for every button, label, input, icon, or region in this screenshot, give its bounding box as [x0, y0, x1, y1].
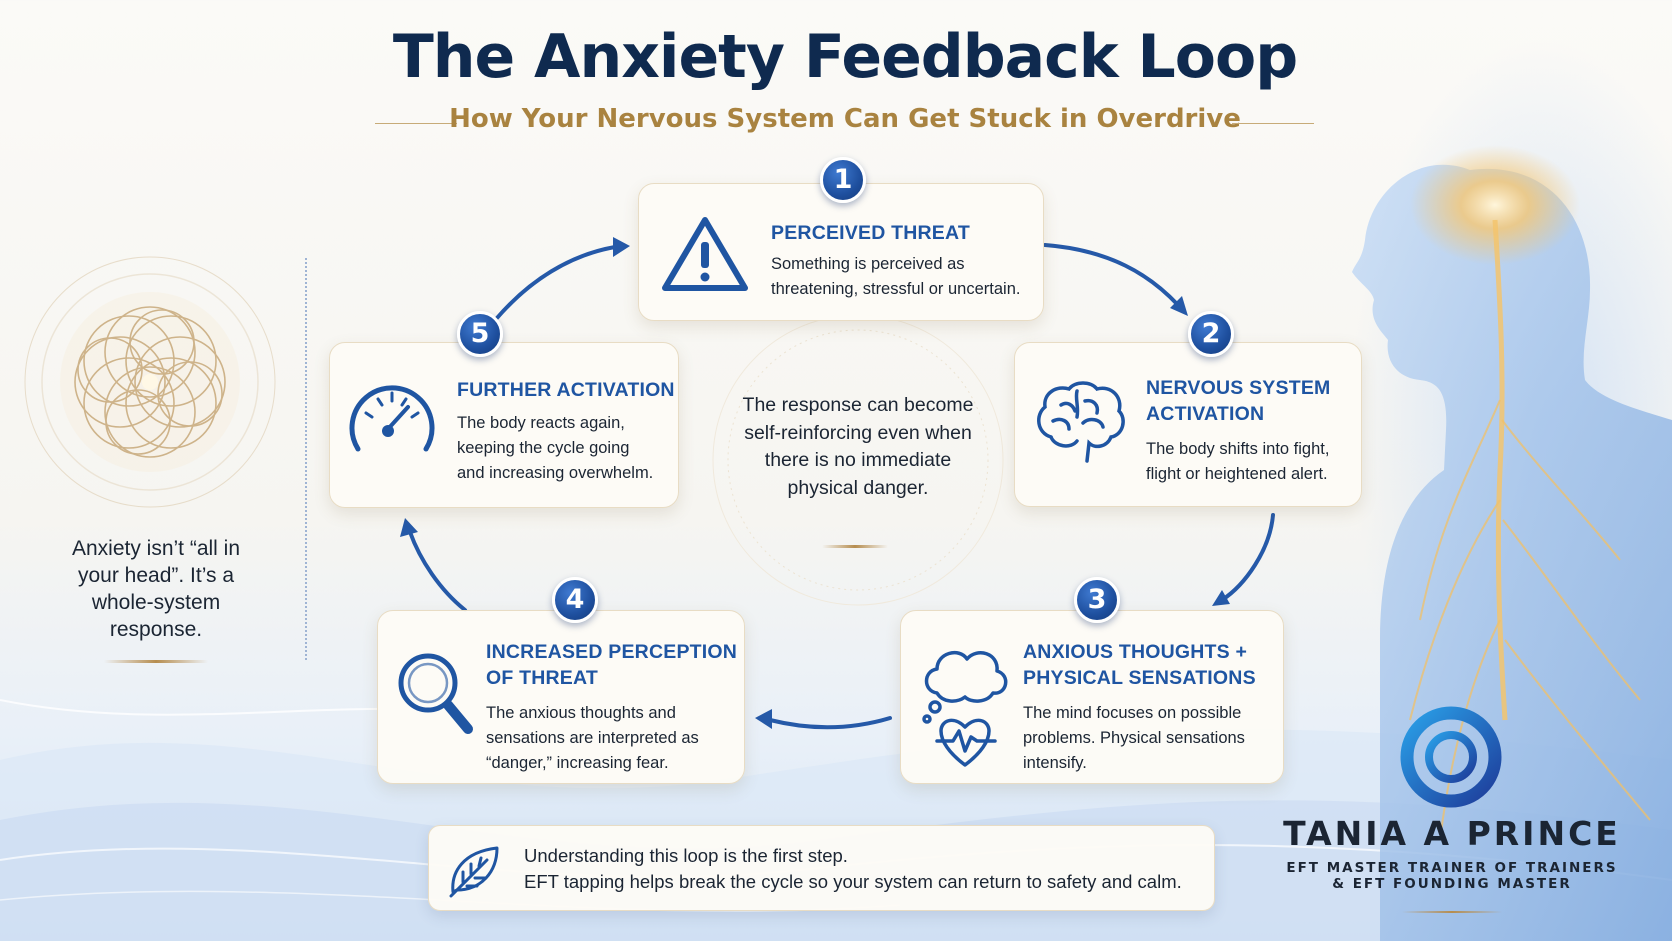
step-3-line-2: problems. Physical sensations — [1023, 729, 1245, 747]
step-4-line-2: sensations are interpreted as — [486, 729, 699, 747]
brand-name: TANIA A PRINCE — [1283, 814, 1621, 853]
mandala-illustration — [24, 256, 276, 508]
page-title: The Anxiety Feedback Loop — [392, 22, 1298, 92]
step-2-line-2: flight or heightened alert. — [1146, 465, 1328, 483]
step-1-line-1: Something is perceived as — [771, 255, 965, 273]
step-3-line-3: intensify. — [1023, 754, 1087, 772]
brand-title-line-2: & EFT FOUNDING MASTER — [1332, 876, 1572, 892]
step-card-5: FURTHER ACTIVATION The body reacts again… — [329, 342, 679, 508]
step-3-line-1: The mind focuses on possible — [1023, 704, 1242, 722]
step-4-line-1: The anxious thoughts and — [486, 704, 676, 722]
step-1-badge: 1 — [820, 157, 866, 203]
magnifier-icon — [398, 653, 473, 734]
brain-icon — [1037, 381, 1125, 463]
side-divider — [305, 258, 307, 660]
subtitle-rule-right — [1232, 123, 1314, 124]
page-subtitle: How Your Nervous System Can Get Stuck in… — [449, 104, 1241, 134]
arrow-heads — [400, 237, 1230, 729]
step-5-badge: 5 — [457, 311, 503, 357]
step-4-heading-line-2: OF THREAT — [486, 667, 598, 689]
step-2-badge: 2 — [1188, 311, 1234, 357]
side-note: Anxiety isn’t “all in your head”. It’s a… — [71, 537, 241, 641]
step-3-heading-line-2: PHYSICAL SENSATIONS — [1023, 667, 1256, 689]
warning-triangle-icon — [662, 217, 748, 291]
step-4-heading-line-1: INCREASED PERCEPTION — [486, 641, 738, 663]
step-2-heading-line-2: ACTIVATION — [1146, 403, 1265, 425]
step-5-line-3: and increasing overwhelm. — [457, 464, 654, 482]
center-message: The response can become self-reinforcing… — [742, 394, 974, 499]
step-1-heading: PERCEIVED THREAT — [771, 222, 970, 244]
step-2-line-1: The body shifts into fight, — [1146, 440, 1330, 458]
subtitle-rule-left — [375, 123, 457, 124]
step-1-line-2: threatening, stressful or uncertain. — [771, 280, 1021, 298]
step-4-badge: 4 — [552, 577, 598, 623]
step-5-line-2: keeping the cycle going — [457, 439, 630, 457]
step-card-4: INCREASED PERCEPTION OF THREAT The anxio… — [377, 610, 745, 784]
step-card-2: NERVOUS SYSTEM ACTIVATION The body shift… — [1014, 342, 1362, 507]
step-3-badge: 3 — [1074, 577, 1120, 623]
side-note-rule — [104, 660, 208, 663]
footer-message-box: Understanding this loop is the first ste… — [428, 825, 1215, 911]
step-5-line-1: The body reacts again, — [457, 414, 625, 432]
human-figure-illustration — [1350, 40, 1672, 941]
cycle-arrows — [408, 243, 1275, 730]
step-3-heading-line-1: ANXIOUS THOUGHTS + — [1023, 641, 1248, 663]
step-card-3: ANXIOUS THOUGHTS + PHYSICAL SENSATIONS T… — [900, 610, 1284, 784]
brand-rule — [1402, 911, 1502, 913]
brand-logo-icon — [1400, 706, 1502, 808]
step-2-heading-line-1: NERVOUS SYSTEM — [1146, 377, 1331, 399]
step-card-1: PERCEIVED THREAT Something is perceived … — [638, 183, 1044, 321]
thought-heart-icon — [922, 650, 1008, 767]
gauge-icon — [349, 385, 435, 452]
step-4-line-3: “danger,” increasing fear. — [486, 754, 669, 772]
leaf-icon — [449, 846, 499, 898]
footer-line-2: EFT tapping helps break the cycle so you… — [524, 871, 1182, 892]
center-rule — [822, 545, 888, 548]
brand-title-line-1: EFT MASTER TRAINER OF TRAINERS — [1286, 860, 1618, 876]
step-5-heading: FURTHER ACTIVATION — [457, 379, 675, 401]
footer-line-1: Understanding this loop is the first ste… — [524, 845, 848, 866]
